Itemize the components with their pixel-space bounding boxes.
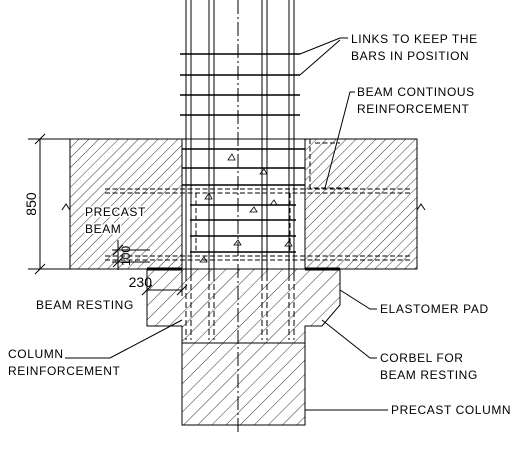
column-bars [185, 0, 295, 433]
links [180, 53, 300, 116]
label-links-line2: BARS IN POSITION [351, 49, 469, 63]
label-corbel-line1: CORBEL FOR [380, 351, 464, 365]
label-corbel-line2: BEAM RESTING [380, 368, 478, 382]
label-beam-resting: BEAM RESTING [36, 298, 134, 312]
label-precast-beam-line2: BEAM [85, 222, 121, 236]
dimension-gap: 100 [112, 240, 150, 270]
dimension-height: 850 [23, 133, 70, 275]
beam-continuous-reinforcement [105, 139, 410, 261]
label-precast-beam-line1: PRECAST [85, 205, 146, 219]
precast-column [181, 342, 306, 426]
leaders [65, 37, 388, 411]
right-precast-beam [304, 138, 418, 270]
label-precast-column: PRECAST COLUMN [391, 403, 511, 417]
dimension-height-value: 850 [23, 192, 39, 216]
break-marks [61, 203, 426, 211]
dimension-bearing-value: 230 [129, 274, 153, 290]
joint-links [182, 148, 305, 253]
label-beam-reinf-line1: BEAM CONTINOUS [357, 85, 475, 99]
in-situ-joint [181, 138, 306, 270]
column-bars-below [185, 275, 295, 340]
dimension-bearing: 230 [129, 270, 188, 296]
label-elastomer-pad: ELASTOMER PAD [380, 302, 489, 316]
label-links-line1: LINKS TO KEEP THE [351, 32, 478, 46]
left-precast-beam [69, 138, 183, 270]
label-column-reinf-line1: COLUMN [8, 347, 64, 361]
dimension-gap-value: 100 [119, 246, 133, 266]
label-beam-reinf-line2: REINFORCEMENT [357, 102, 470, 116]
label-column-reinf-line2: REINFORCEMENT [8, 364, 121, 378]
corbel [146, 268, 341, 344]
